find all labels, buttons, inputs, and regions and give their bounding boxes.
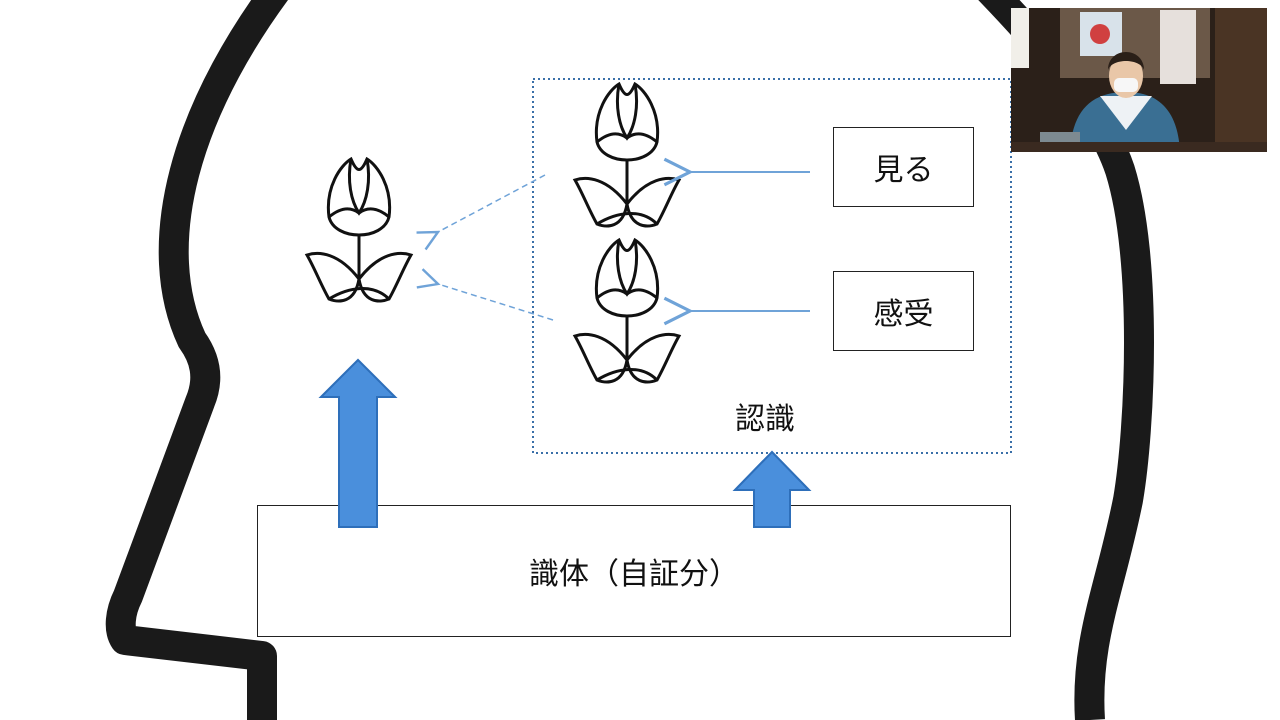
dashed-arrow-upper bbox=[438, 174, 546, 232]
tulip-icon bbox=[305, 157, 413, 303]
ninshiki-label: 認識 bbox=[735, 402, 795, 437]
label-box-miru: 見る bbox=[833, 127, 974, 207]
miru-text: 見る bbox=[873, 153, 934, 188]
dashed-arrow-lower bbox=[438, 284, 554, 321]
kanju-text: 感受 bbox=[873, 297, 934, 332]
up-arrow-left bbox=[318, 358, 398, 528]
tulip-icon bbox=[573, 238, 681, 384]
shikitai-text: 識体（自証分） bbox=[529, 557, 739, 592]
tulip-icon bbox=[573, 82, 681, 228]
webcam-feed bbox=[1011, 8, 1267, 152]
shikitai-box: 識体（自証分） bbox=[257, 505, 1011, 637]
label-box-kanju: 感受 bbox=[833, 271, 974, 351]
